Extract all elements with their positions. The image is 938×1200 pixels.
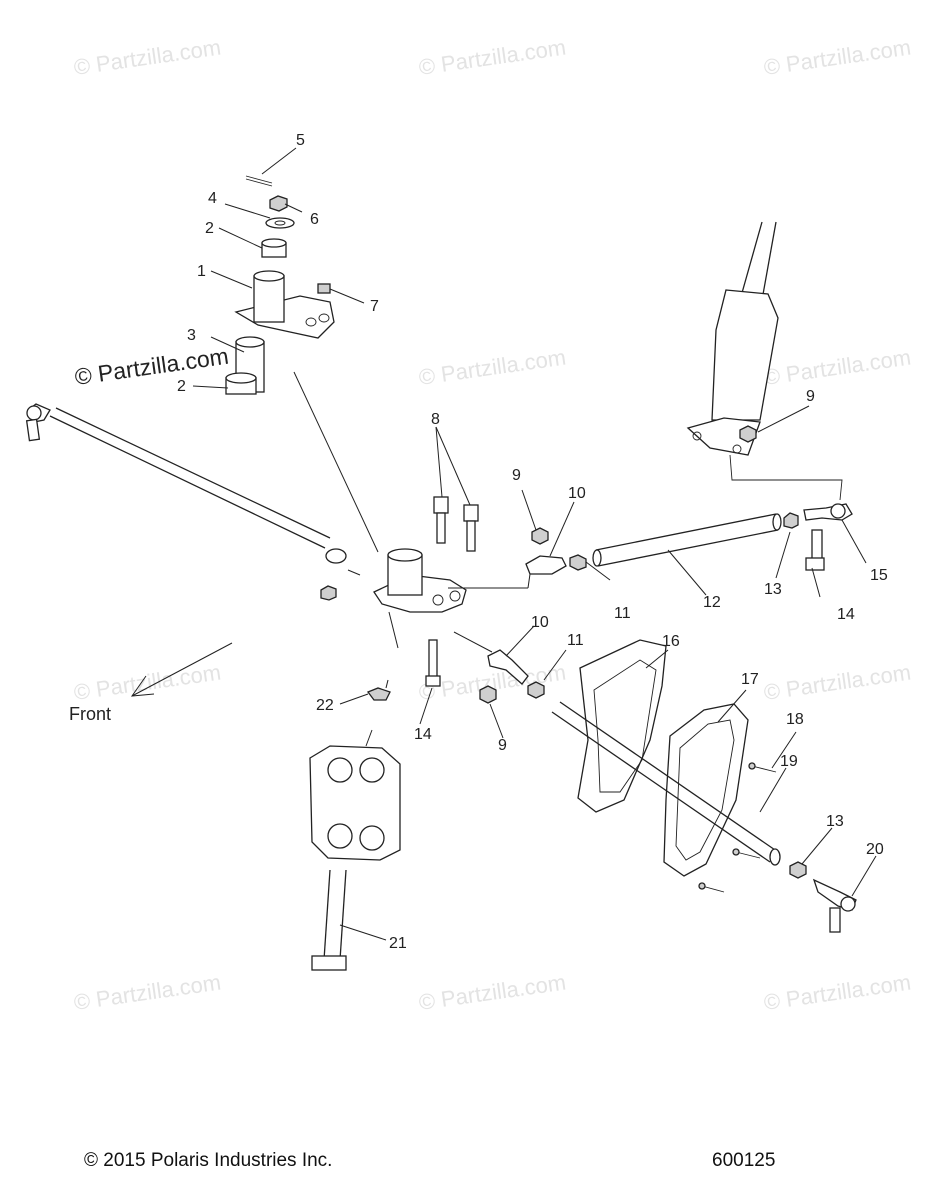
pivot-block [309, 745, 401, 861]
callout-14: 14 [414, 726, 432, 743]
watermark: © Partzilla.com [417, 970, 567, 1015]
front-label: Front [69, 704, 111, 724]
steering-column [686, 221, 843, 501]
watermark: © Partzilla.com [762, 35, 912, 80]
rod-end-socket [325, 548, 347, 564]
front-arrow: Front [69, 642, 233, 724]
rod-end [487, 649, 529, 685]
lower-pivot-block [309, 687, 401, 971]
bushing-clip [366, 687, 391, 701]
callout-9: 9 [512, 467, 521, 484]
callout-4: 4 [208, 190, 217, 207]
callout-6: 6 [310, 211, 319, 228]
bell-crank [373, 496, 567, 704]
bolt [811, 529, 823, 563]
callout-12: 12 [703, 594, 721, 611]
callout-2: 2 [177, 378, 186, 395]
leader-lines [192, 147, 877, 941]
nut [479, 685, 497, 704]
watermark: © Partzilla.com [72, 35, 222, 80]
callout-20: 20 [866, 841, 884, 858]
callout-7: 7 [370, 298, 379, 315]
bolt [463, 504, 479, 522]
drag-link-assembly [569, 503, 853, 571]
callout-3: 3 [187, 327, 196, 344]
partzilla-logo: © Partzilla.com [73, 343, 230, 390]
jam-nut [527, 681, 545, 699]
callout-1: 1 [197, 263, 206, 280]
steering-boot [577, 639, 667, 813]
steering-boot-assembly [551, 639, 857, 933]
callout-18: 18 [786, 711, 804, 728]
steering-shaft [769, 848, 781, 866]
watermark: © Partzilla.com [72, 660, 222, 705]
diagram-number: 600125 [712, 1150, 776, 1171]
jam-nut [569, 554, 587, 571]
callout-10: 10 [531, 614, 549, 631]
rivet [735, 851, 761, 859]
nut [531, 527, 549, 545]
watermark: © Partzilla.com [762, 345, 912, 390]
callout-13: 13 [826, 813, 844, 830]
callout-2: 2 [205, 220, 214, 237]
pivot-bolt [311, 955, 347, 971]
watermark: © Partzilla.com [762, 660, 912, 705]
washer [265, 217, 295, 229]
callout-11: 11 [567, 632, 584, 649]
watermark: © Partzilla.com [72, 970, 222, 1015]
callout-17: 17 [741, 671, 759, 688]
rivet [701, 885, 725, 893]
cotter-pin [245, 175, 273, 184]
grease-fitting [317, 283, 331, 294]
rivet [751, 765, 777, 773]
upper-pivot-assembly [225, 175, 335, 395]
callout-15: 15 [870, 567, 888, 584]
watermark: © Partzilla.com [417, 345, 567, 390]
column-bracket [711, 289, 779, 421]
watermark: © Partzilla.com [762, 970, 912, 1015]
bolt [428, 639, 438, 681]
watermark: © Partzilla.com [417, 35, 567, 80]
callout-21: 21 [389, 935, 407, 952]
callout-9: 9 [498, 737, 507, 754]
castle-nut [269, 195, 288, 212]
jam-nut [783, 512, 799, 529]
left-tie-rod [25, 403, 347, 601]
callout-labels: 5 6 4 2 1 7 3 2 8 9 10 9 11 12 13 14 15 … [177, 132, 888, 952]
copyright-notice: © 2015 Polaris Industries Inc. [84, 1150, 333, 1171]
callout-14: 14 [837, 606, 855, 623]
callout-9: 9 [806, 388, 815, 405]
callout-8: 8 [431, 411, 440, 428]
jam-nut [789, 861, 807, 879]
bolt [433, 496, 449, 514]
gasket [663, 703, 749, 877]
callout-13: 13 [764, 581, 782, 598]
callout-10: 10 [568, 485, 586, 502]
callout-16: 16 [662, 633, 680, 650]
callout-19: 19 [780, 753, 798, 770]
rod-end [525, 555, 567, 575]
jam-nut [320, 585, 337, 601]
callout-22: 22 [316, 697, 334, 714]
nut [739, 425, 757, 443]
drag-link-tube [592, 549, 602, 567]
callout-11: 11 [614, 605, 631, 622]
connector-line [729, 454, 843, 501]
callout-5: 5 [296, 132, 305, 149]
